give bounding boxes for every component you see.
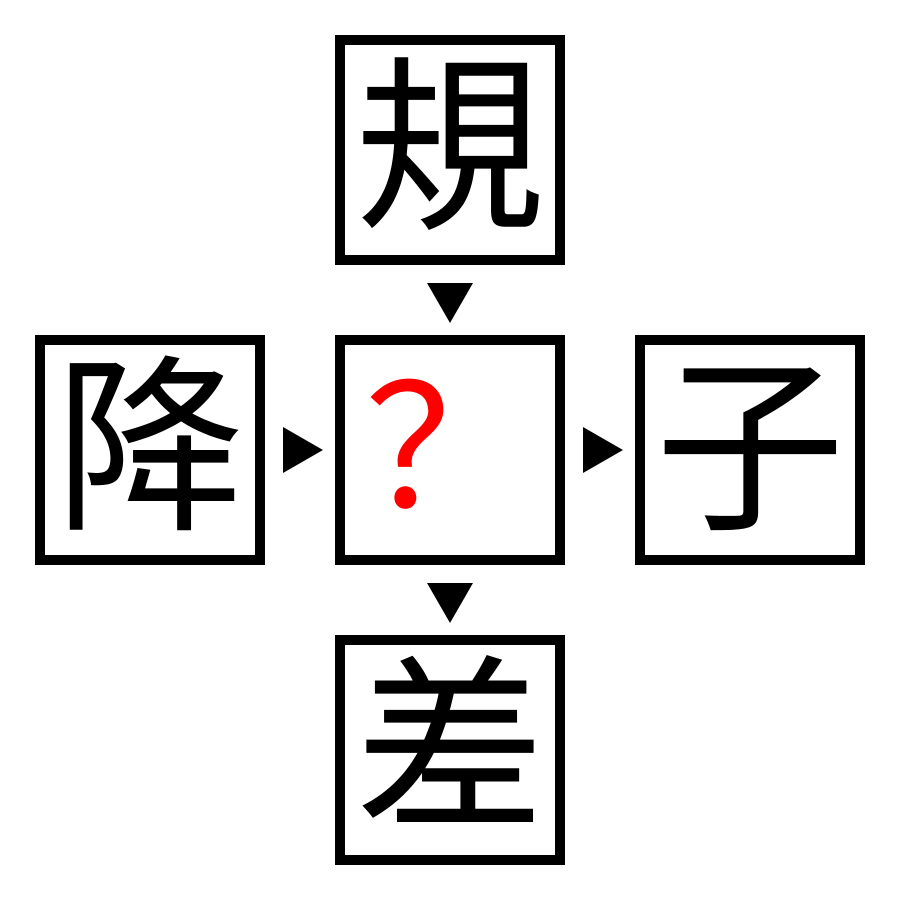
arrow-down-icon xyxy=(427,283,473,323)
left-character: 降 xyxy=(54,339,245,560)
top-character: 規 xyxy=(354,39,545,260)
bottom-character-box: 差 xyxy=(335,635,565,865)
left-character-box: 降 xyxy=(35,335,265,565)
arrow-down-icon xyxy=(427,583,473,623)
bottom-character: 差 xyxy=(354,639,545,860)
question-mark: ？ xyxy=(364,351,535,549)
right-character: 子 xyxy=(654,339,845,560)
top-character-box: 規 xyxy=(335,35,565,265)
arrow-right-icon xyxy=(583,427,623,473)
right-character-box: 子 xyxy=(635,335,865,565)
answer-box[interactable]: ？ xyxy=(335,335,565,565)
arrow-right-icon xyxy=(283,427,323,473)
